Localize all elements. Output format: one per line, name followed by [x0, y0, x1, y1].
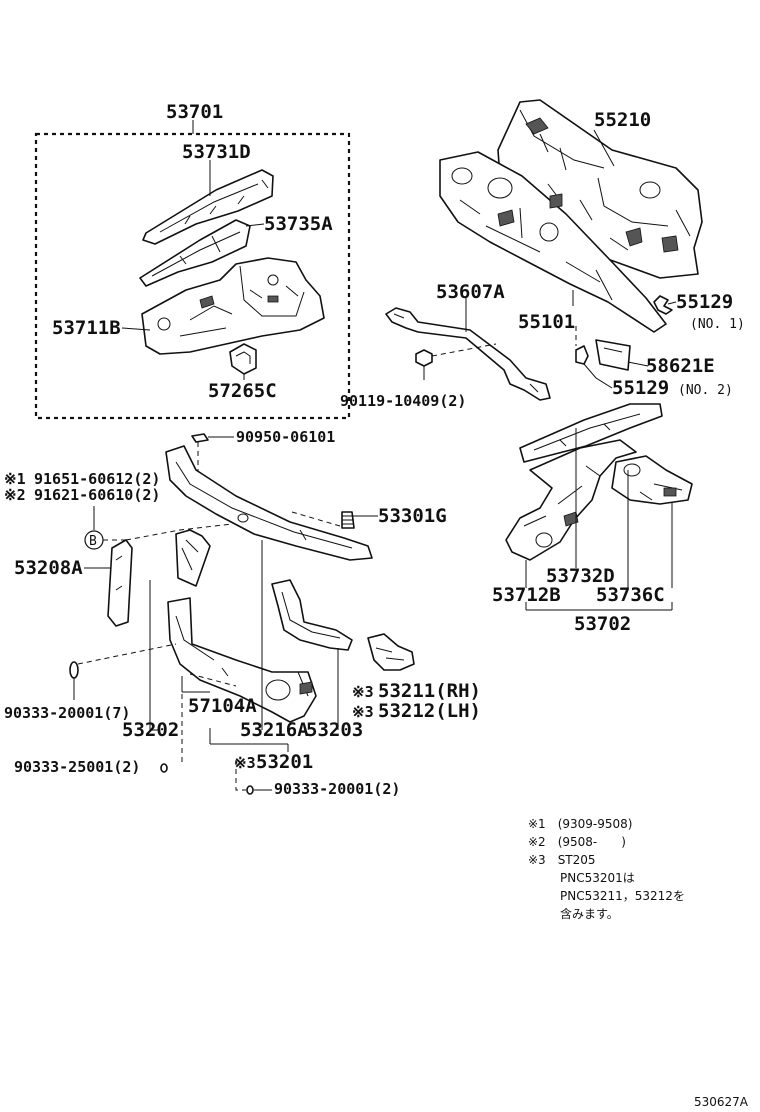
- part-53712B-shape: [505, 439, 637, 561]
- part-53736C-shape: [611, 455, 693, 505]
- part-90333-20001-7-label: 90333-20001(7): [4, 704, 130, 722]
- footnotes: ※1 (9309-9508) ※2 (9508- ) ※3 ST205 PNC5…: [528, 817, 685, 921]
- callout-b-label: B: [89, 534, 97, 549]
- left-vertical-bracket-shape: [175, 529, 211, 587]
- part-53731D-shape: [142, 169, 274, 245]
- right-vertical-support-shape: [271, 579, 353, 651]
- part-91651-label: 91651-60612(2): [34, 470, 160, 488]
- part-90119-shape: [415, 349, 433, 380]
- part-55129-no1-shape: [653, 295, 673, 315]
- part-53735A-label: 53735A: [264, 213, 333, 235]
- part-90950-shape: [191, 433, 209, 443]
- group-53701-frame: [34, 132, 351, 420]
- part-53212-label: 53212(LH): [378, 700, 481, 722]
- part-53301G-shape: [341, 511, 355, 529]
- part-53211-label: 53211(RH): [378, 680, 481, 702]
- part-90333-20001-2-label: 90333-20001(2): [274, 780, 400, 798]
- part-91651-mark: ※1: [4, 470, 26, 488]
- part-55101-label: 55101: [518, 311, 575, 333]
- group-53701-label: 53701: [166, 101, 223, 123]
- radiator-support-group: 90950-06101 53301G ※1 91651-60612(2) ※2 …: [4, 428, 481, 798]
- part-53607A-shape: [385, 307, 551, 401]
- part-53201-mark: ※3: [234, 754, 256, 772]
- part-58621E-shape: [595, 339, 631, 371]
- part-55210-label: 55210: [594, 109, 651, 131]
- group-53702: 53732D 53712B 53736C 53702: [492, 403, 693, 635]
- part-90333-20001-7-shape: [69, 661, 79, 679]
- part-53212-mark: ※3: [352, 703, 374, 721]
- part-53712B-label: 53712B: [492, 584, 561, 606]
- part-53732D-shape: [519, 403, 663, 463]
- part-57265C-label: 57265C: [208, 380, 277, 402]
- part-55129-no2-label: 55129: [612, 377, 669, 399]
- part-53301G-label: 53301G: [378, 505, 447, 527]
- lower-radiator-support-shape: [167, 597, 317, 723]
- note-4: PNC53201は: [560, 871, 635, 885]
- part-53211-53212-shape: [367, 633, 415, 671]
- brace-group: 53607A 90119-10409(2): [340, 281, 551, 410]
- part-53202-label: 53202: [122, 719, 179, 741]
- group-53702-label: 53702: [574, 613, 631, 635]
- note-5: PNC53211，53212を: [560, 889, 685, 903]
- part-55210-shape: [497, 99, 703, 279]
- part-57265C-shape: [229, 343, 257, 375]
- part-53735A-shape: [139, 219, 251, 287]
- diagram-id: 530627A: [694, 1095, 749, 1109]
- note-6: 含みます。: [560, 906, 619, 921]
- part-53208A-label: 53208A: [14, 557, 83, 579]
- note-3: ※3 ST205: [528, 853, 596, 867]
- part-55129-no1-label: 55129: [676, 291, 733, 313]
- part-53711B-shape: [141, 257, 325, 355]
- group-53701: 53701 53731D 53735A 53711B 572: [34, 101, 351, 420]
- part-55101-shape: [439, 151, 667, 333]
- part-53731D-label: 53731D: [182, 141, 251, 163]
- upper-radiator-support-shape: [165, 445, 373, 561]
- dash-panel-group: 55210 55101 55129 (NO. 1) 58621E 55129: [439, 99, 745, 399]
- part-91621-label: 91621-60610(2): [34, 486, 160, 504]
- part-53711B-label: 53711B: [52, 317, 121, 339]
- part-55129-no2-note: (NO. 2): [678, 383, 733, 398]
- part-53736C-label: 53736C: [596, 584, 665, 606]
- part-90333-25001-label: 90333-25001(2): [14, 758, 140, 776]
- part-57104A-label: 57104A: [188, 695, 257, 717]
- part-55129-no1-note: (NO. 1): [690, 317, 745, 332]
- part-91621-mark: ※2: [4, 486, 26, 504]
- part-53208A-shape: [107, 539, 133, 627]
- part-53203-label: 53203: [306, 719, 363, 741]
- part-90119-label: 90119-10409(2): [340, 392, 466, 410]
- part-90950-label: 90950-06101: [236, 428, 335, 446]
- part-53216A-label: 53216A: [240, 719, 309, 741]
- part-53201-label: 53201: [256, 751, 313, 773]
- part-55129-no2-shape: [575, 345, 589, 365]
- part-53211-mark: ※3: [352, 683, 374, 701]
- note-2: ※2 (9508- ): [528, 835, 626, 849]
- part-58621E-label: 58621E: [646, 355, 715, 377]
- note-1: ※1 (9309-9508): [528, 817, 632, 831]
- part-53607A-label: 53607A: [436, 281, 505, 303]
- part-53732D-label: 53732D: [546, 565, 615, 587]
